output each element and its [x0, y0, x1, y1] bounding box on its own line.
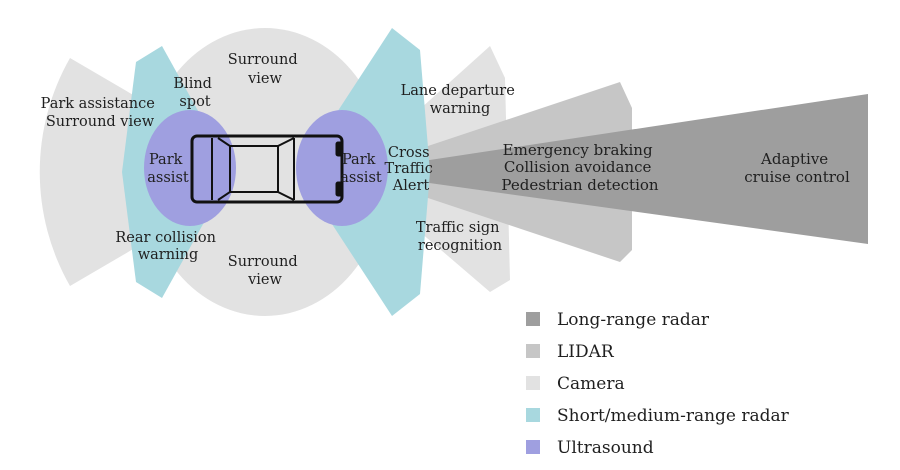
label-surround-view-top: Surround view — [228, 52, 302, 87]
label-adaptive-cruise-control: Adaptive cruise control — [744, 150, 850, 186]
svg-text:Camera: Camera — [557, 374, 625, 394]
label-park-assistance-surround: Park assistance Surround view — [41, 96, 160, 130]
label-rear-collision-warning: Rear collision warning — [115, 230, 220, 263]
legend-item-ultrasound: Ultrasound — [526, 438, 654, 458]
label-blind-spot: Blind spot — [173, 76, 216, 110]
ultrasound-rear — [144, 110, 236, 226]
label-park-assist-rear: Park assist — [147, 152, 189, 186]
svg-text:LIDAR: LIDAR — [557, 342, 615, 362]
legend-item-camera: Camera — [526, 374, 625, 394]
svg-text:Ultrasound: Ultrasound — [557, 438, 654, 458]
label-surround-view-bottom: Surround view — [228, 254, 302, 288]
legend-item-short-medium-range-radar: Short/medium-range radar — [526, 406, 790, 426]
label-park-assist-front: Park assist — [340, 152, 382, 186]
car-top-view — [190, 134, 344, 204]
label-cross-traffic-alert: Cross Traffic Alert — [385, 145, 438, 194]
legend: Long-range radar LIDAR Camera Short/medi… — [526, 310, 790, 458]
svg-text:Short/medium-range radar: Short/medium-range radar — [557, 406, 790, 426]
svg-text:Long-range radar: Long-range radar — [557, 310, 710, 330]
long-range-radar-cone — [350, 94, 868, 244]
label-traffic-sign-recognition: Traffic sign recognition — [416, 220, 504, 254]
label-emergency-braking: Emergency braking Collision avoidance Pe… — [501, 141, 658, 194]
label-lane-departure-warning: Lane departure warning — [401, 83, 520, 117]
legend-item-lidar: LIDAR — [526, 342, 615, 362]
legend-item-long-range-radar: Long-range radar — [526, 310, 710, 330]
